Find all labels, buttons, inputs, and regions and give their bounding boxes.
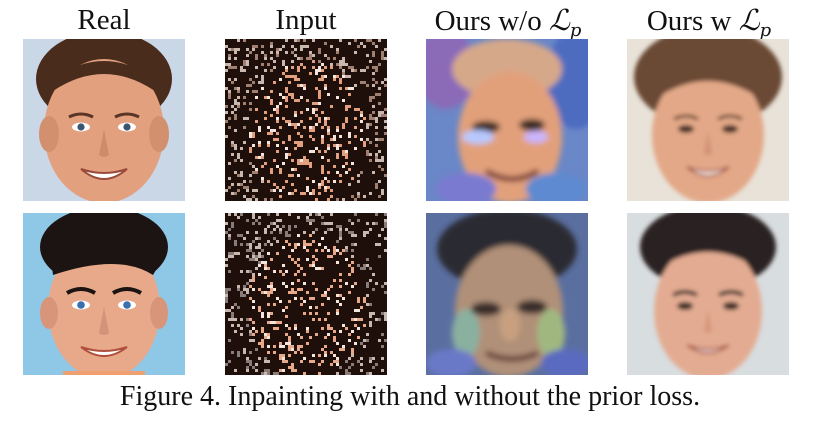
real-face-image-row2	[23, 213, 185, 375]
ours-with-prior-row2-svg	[627, 213, 789, 375]
ours-without-prior-row2-svg	[426, 213, 588, 375]
noise-input-row1-svg	[225, 39, 387, 201]
column-title-input-text: Input	[275, 4, 337, 36]
noise-input-row2-svg	[225, 213, 387, 375]
ours-with-prior-row1-svg	[627, 39, 789, 201]
column-title-ours-without-text: Ours w/o	[434, 5, 549, 37]
masked-input-image-row1	[225, 39, 387, 201]
inpainted-with-prior-row2	[627, 213, 789, 375]
column-title-ours-with-text: Ours w	[646, 5, 739, 37]
real-face-row2-svg	[23, 213, 185, 375]
column-title-real: Real	[4, 2, 204, 38]
column-title-ours-with-prior: Ours w ℒp	[609, 2, 809, 49]
inpainted-without-prior-row2	[426, 213, 588, 375]
real-face-row1-svg	[23, 39, 185, 201]
inpainted-with-prior-row1	[627, 39, 789, 201]
prior-loss-symbol: ℒp	[738, 3, 772, 41]
column-title-input: Input	[206, 2, 406, 38]
ours-without-prior-row1-svg	[426, 39, 588, 201]
column-title-real-text: Real	[77, 4, 131, 36]
column-title-ours-without-prior: Ours w/o ℒp	[408, 2, 608, 49]
masked-input-image-row2	[225, 213, 387, 375]
inpainted-without-prior-row1	[426, 39, 588, 201]
real-face-image-row1	[23, 39, 185, 201]
figure-caption: Figure 4. Inpainting with and without th…	[119, 381, 701, 412]
prior-loss-symbol: ℒp	[548, 3, 582, 41]
